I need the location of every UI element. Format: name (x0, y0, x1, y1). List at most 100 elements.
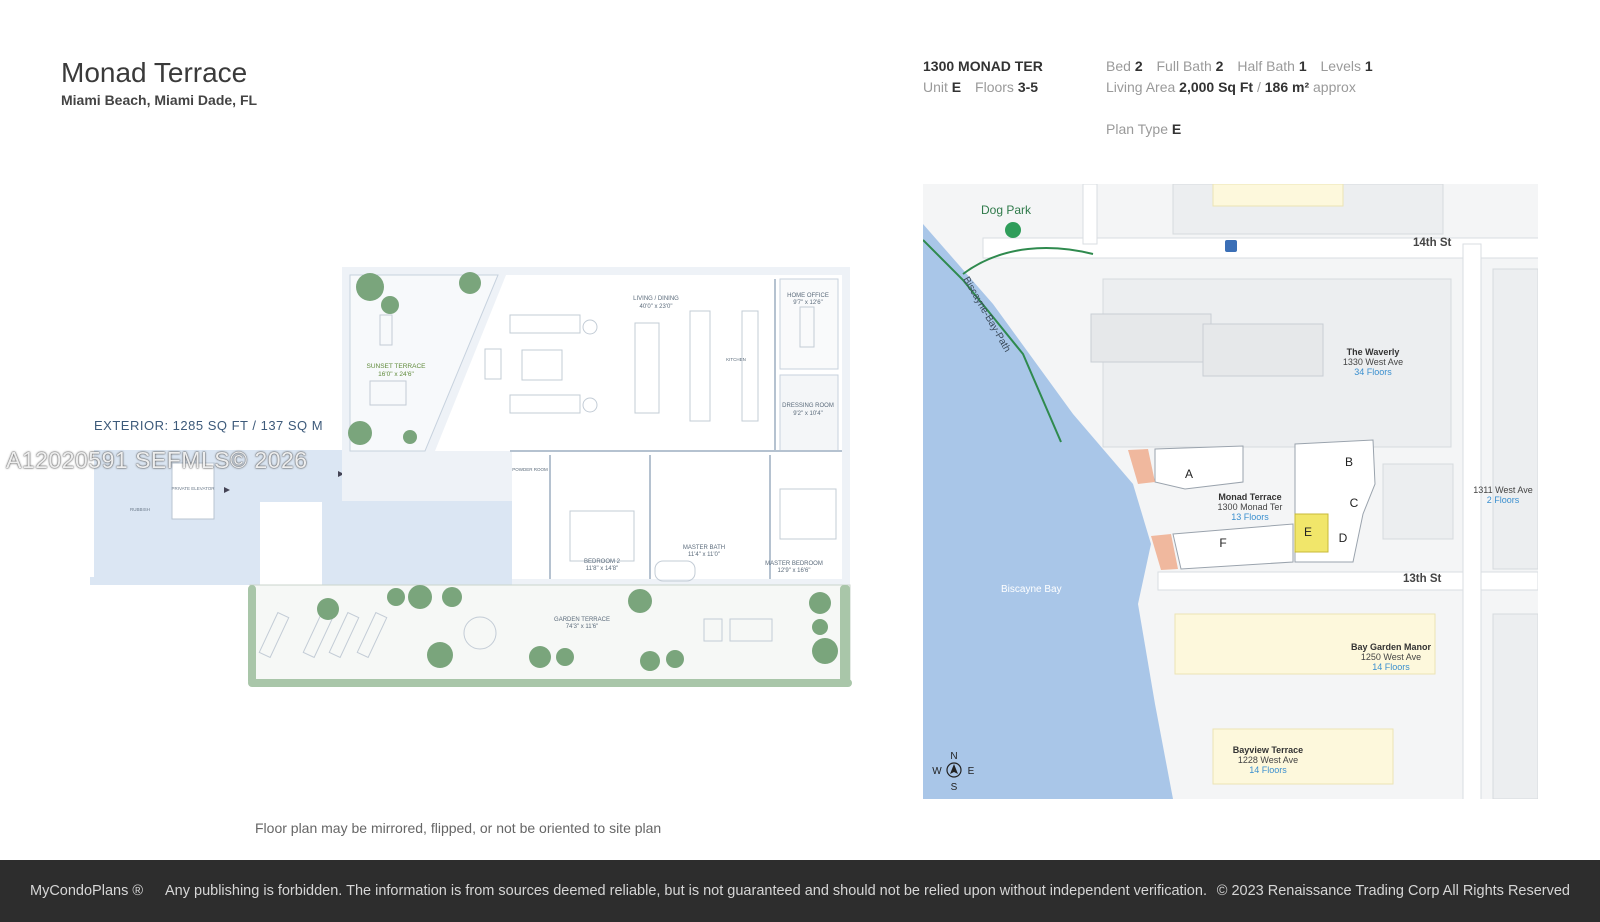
bedroom2-label: BEDROOM 2 (584, 559, 621, 565)
park-path-line (962, 247, 1094, 275)
sunset-terrace-size: 16'0" x 24'6" (378, 371, 414, 378)
full-bath-label: Full Bath (1156, 58, 1212, 74)
garden-terrace-label: GARDEN TERRACE (554, 617, 610, 623)
biscayne-bay-water (923, 224, 1173, 799)
private-elevator-box (171, 462, 215, 520)
bayview-name: Bayview Terrace (1233, 745, 1303, 755)
bayview-floors: 14 Floors (1249, 765, 1287, 775)
sunset-terrace-floor (349, 274, 499, 452)
waverly-tower (1202, 323, 1324, 377)
compass-w: W (932, 766, 942, 777)
living-floor (435, 275, 842, 451)
half-bath-value: 1 (1298, 58, 1307, 74)
location-subtitle: Miami Beach, Miami Dade, FL (61, 92, 258, 108)
bay-garden-building (1174, 613, 1436, 675)
plan-type-value: E (1171, 121, 1182, 137)
floors-label: Floors (975, 79, 1014, 95)
corridor-east (322, 501, 512, 585)
footer-disclaimer: Any publishing is forbidden. The informa… (165, 883, 1207, 899)
plan-type-label: Plan Type (1106, 121, 1169, 137)
compass-s: S (951, 782, 958, 793)
rubbish-label: RUBBISH (130, 507, 150, 512)
monad-name: Monad Terrace (1218, 492, 1281, 502)
waverly-floors: 34 Floors (1354, 367, 1392, 377)
sunset-terrace-label: SUNSET TERRACE (367, 363, 427, 370)
corridor-edge (90, 577, 260, 585)
unit-letter-d: D (1339, 531, 1348, 545)
unit-floors-line: Unit E Floors 3-5 (923, 79, 1038, 95)
levels-label: Levels (1320, 58, 1361, 74)
full-bath-value: 2 (1215, 58, 1224, 74)
waverly-address: 1330 West Ave (1343, 357, 1403, 367)
building-a (1154, 445, 1244, 490)
living-dining-label: LIVING / DINING (633, 296, 679, 302)
dog-park-pin-icon (1005, 222, 1021, 238)
compass-icon: N S E W (932, 751, 974, 793)
area-separator: / (1256, 79, 1261, 95)
footer-bar: MyCondoPlans ® Any publishing is forbidd… (0, 860, 1600, 922)
bay-label: Biscayne Bay (1001, 584, 1062, 595)
master-bath-size: 11'4" x 11'0" (688, 552, 720, 558)
bay-path-line (923, 239, 1062, 443)
terrace-a (1128, 449, 1155, 484)
dressing-room-label: DRESSING ROOM (782, 403, 834, 409)
bedroom-wing-floor (512, 451, 842, 579)
dog-park-label: Dog Park (981, 203, 1032, 217)
home-office-box (779, 278, 839, 370)
footer-copyright: © 2023 Renaissance Trading Corp All Righ… (1216, 883, 1570, 899)
street-13th: 13th St (1403, 573, 1442, 585)
living-area-sqft: 2,000 Sq Ft (1179, 79, 1254, 95)
living-area-label: Living Area (1106, 79, 1176, 95)
unit-letter-a: A (1185, 467, 1193, 481)
plants (317, 272, 838, 671)
interior-walls (510, 279, 842, 579)
unit-value: E (951, 79, 962, 95)
terrace-f (1151, 534, 1178, 570)
streets (982, 184, 1538, 799)
living-area-line: Living Area 2,000 Sq Ft / 186 m² approx (1106, 79, 1356, 95)
private-elevator-label: PRIVATE ELEVATOR (171, 486, 215, 491)
bayview-building (1212, 728, 1394, 785)
building-f (1172, 523, 1294, 570)
north-building (1212, 184, 1344, 207)
bed-value: 2 (1134, 58, 1143, 74)
unit-letter-f: F (1219, 536, 1226, 550)
powder-room-label: POWDER ROOM (512, 467, 548, 472)
unit-letter-e: E (1304, 525, 1312, 539)
west1311-address: 1311 West Ave (1473, 485, 1533, 495)
living-area-m2: 186 m² (1264, 79, 1310, 95)
levels-value: 1 (1364, 58, 1373, 74)
unit-e-highlight (1294, 513, 1329, 553)
floors-value: 3-5 (1017, 79, 1039, 95)
waverly-name: The Waverly (1347, 347, 1400, 357)
approx-label: approx (1313, 79, 1356, 95)
waverly-building (1090, 313, 1212, 363)
hedge (248, 585, 852, 687)
furniture (369, 306, 837, 582)
unit-letter-b: B (1345, 455, 1353, 469)
floor-plan: PRIVATE ELEVATOR RUBBISH (90, 267, 852, 687)
site-map: Dog Park 14th St 13th St Biscayne-Bay-Pa… (923, 184, 1538, 799)
terrace-furniture (258, 611, 773, 659)
bedroom2-size: 11'8" x 14'8" (586, 566, 618, 572)
compass-n: N (950, 751, 957, 762)
home-office-label: HOME OFFICE (787, 293, 829, 299)
footer-brand: MyCondoPlans ® (30, 883, 144, 899)
baygarden-floors: 14 Floors (1372, 662, 1410, 672)
arrow-icon (224, 487, 230, 493)
address-text: 1300 MONAD TER (923, 58, 1043, 74)
baygarden-address: 1250 West Ave (1361, 652, 1421, 662)
bed-label: Bed (1106, 58, 1131, 74)
dressing-room-size: 9'2" x 10'4" (793, 411, 823, 417)
rooms-line: Bed 2 Full Bath 2 Half Bath 1 Levels 1 (1106, 58, 1373, 74)
unit-address: 1300 MONAD TER (923, 58, 1043, 74)
master-bedroom-label: MASTER BEDROOM (765, 561, 823, 567)
unit-letter-c: C (1350, 496, 1359, 510)
garden-terrace-floor (249, 584, 851, 686)
floorplan-note: Floor plan may be mirrored, flipped, or … (255, 820, 662, 836)
garden-terrace-size: 74'3" x 11'6" (566, 624, 598, 630)
arrow-icon (338, 471, 344, 477)
baygarden-name: Bay Garden Manor (1351, 642, 1432, 652)
master-bedroom-size: 12'9" x 16'6" (778, 568, 811, 574)
compass-e: E (968, 766, 975, 777)
